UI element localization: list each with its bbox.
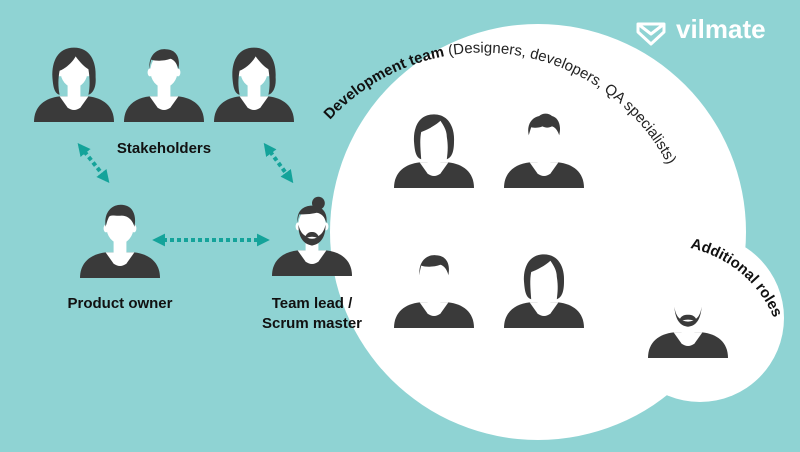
stakeholders-team-lead-arrow	[263, 142, 294, 184]
stakeholders-product-owner-arrow	[77, 142, 110, 184]
additional-roles-circle	[616, 234, 784, 402]
vilmate-logo-icon	[636, 22, 666, 46]
team-lead-label-line2: Scrum master	[262, 315, 362, 332]
product-owner-label: Product owner	[67, 295, 172, 312]
brand-logo: vilmate	[636, 14, 766, 46]
team-lead-group: Team lead / Scrum master	[262, 196, 362, 332]
stakeholders-label: Stakeholders	[117, 140, 211, 157]
product-owner-group: Product owner	[67, 204, 173, 312]
brand-name: vilmate	[676, 14, 766, 44]
relationship-arrows	[77, 142, 294, 247]
stakeholders-group: Stakeholders	[34, 47, 294, 157]
team-lead-label-line1: Team lead /	[272, 295, 353, 312]
